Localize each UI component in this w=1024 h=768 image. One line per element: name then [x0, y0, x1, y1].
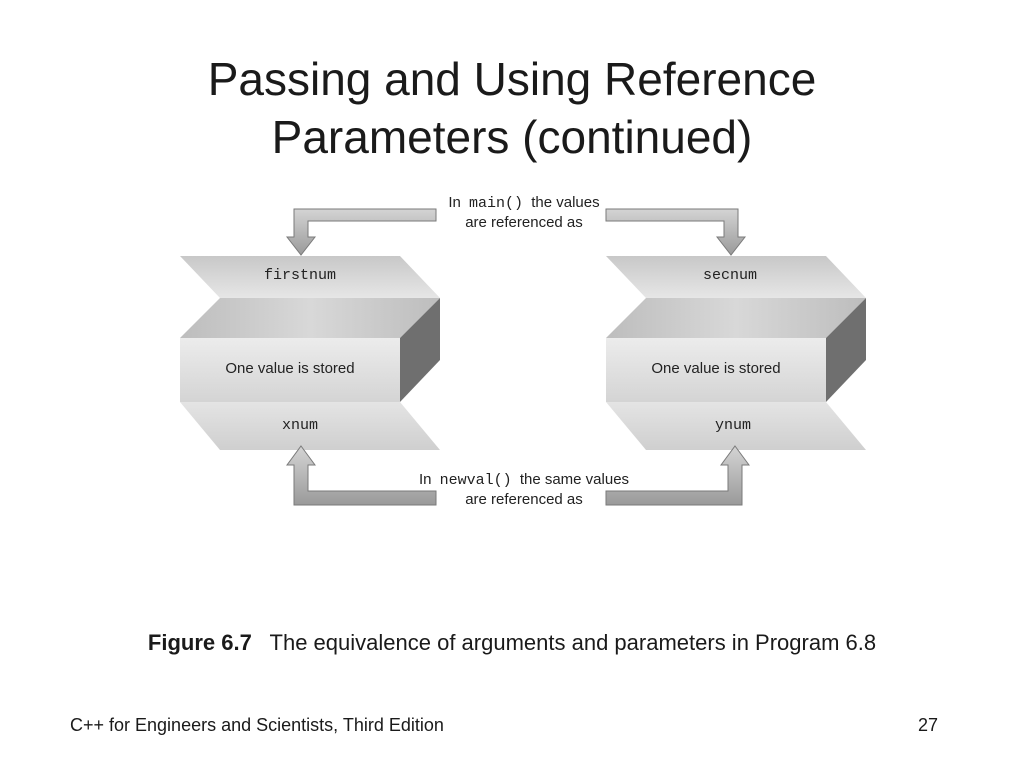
footer-book-title: C++ for Engineers and Scientists, Third …: [70, 715, 444, 735]
figure-label: Figure 6.7: [147, 630, 252, 655]
right-box-middle-label: One value is stored: [651, 360, 780, 377]
right-box-top-face: [606, 256, 866, 298]
right-box-side-face: [826, 298, 866, 402]
left-box-bottom-face: [180, 402, 440, 450]
page-number: 27: [917, 715, 938, 735]
figure-caption: Figure 6.7 The equivalence of arguments …: [0, 630, 1024, 656]
bottom-note-prefix: In: [419, 471, 432, 488]
top-note-line2: are referenced as: [465, 214, 583, 231]
right-variable-box: secnum One value is stored ynum: [606, 256, 866, 450]
top-note-code: main(): [469, 195, 523, 212]
left-box-inner-face: [180, 298, 440, 338]
left-box-bottom-label: xnum: [282, 417, 318, 434]
left-box-top-label: firstnum: [264, 267, 336, 284]
slide-title: Passing and Using Reference Parameters (…: [0, 50, 1024, 166]
left-box-front-face: [180, 338, 400, 402]
right-box-top-label: secnum: [703, 267, 757, 284]
top-note: In main() the values: [448, 194, 599, 212]
top-note-suffix: the values: [531, 194, 599, 211]
top-arrows: [285, 208, 747, 256]
bottom-note-line2: are referenced as: [465, 491, 583, 508]
reference-diagram: In main() the values are referenced as f…: [180, 194, 866, 508]
bottom-arrows: [286, 445, 750, 506]
left-variable-box: firstnum One value is stored xnum: [180, 256, 440, 450]
right-box-front-face: [606, 338, 826, 402]
left-box-side-face: [400, 298, 440, 402]
top-note-prefix: In: [448, 194, 461, 211]
bottom-note-code: newval(): [440, 472, 512, 489]
title-line-2: Parameters (continued): [271, 111, 753, 163]
left-box-middle-label: One value is stored: [225, 360, 354, 377]
title-line-1: Passing and Using Reference: [207, 53, 817, 105]
right-box-inner-face: [606, 298, 866, 338]
left-box-top-face: [180, 256, 440, 298]
bottom-note-suffix: the same values: [520, 471, 629, 488]
right-box-bottom-label: ynum: [715, 417, 751, 434]
top-right-arrow: [605, 208, 747, 256]
bottom-left-arrow: [286, 445, 437, 506]
right-box-bottom-face: [606, 402, 866, 450]
figure-caption-text: The equivalence of arguments and paramet…: [269, 630, 877, 655]
bottom-note: In newval() the same values: [419, 471, 629, 489]
top-left-arrow: [285, 208, 437, 256]
bottom-right-arrow: [605, 445, 750, 506]
